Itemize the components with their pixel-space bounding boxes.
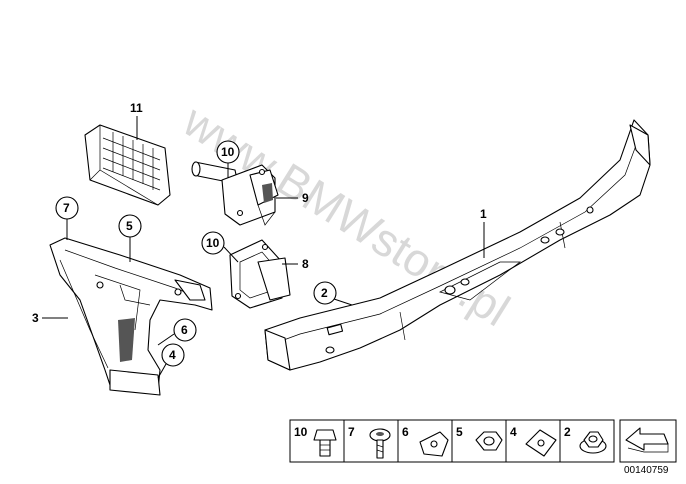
crash-box-lower: [229, 239, 291, 309]
callout-9: 9: [276, 191, 309, 205]
callout-10-upper: 10: [216, 140, 240, 178]
crash-box-upper: [191, 161, 279, 226]
callout-6: 6: [157, 318, 197, 346]
legend-cell-clip-nut: 4: [510, 425, 557, 457]
svg-text:7: 7: [348, 425, 355, 439]
svg-text:10: 10: [206, 236, 220, 250]
svg-text:4: 4: [169, 348, 176, 362]
callout-11: 11: [130, 101, 143, 140]
svg-text:5: 5: [126, 219, 133, 233]
svg-text:10: 10: [294, 425, 308, 439]
legend-cell-screw: 7: [348, 425, 391, 459]
bracket: [49, 237, 213, 396]
legend-cell-clip: 6: [402, 425, 449, 457]
svg-text:8: 8: [302, 257, 309, 271]
fastener-legend: 10 7 6 5 4: [289, 419, 615, 463]
callout-4: 4: [157, 343, 185, 379]
svg-text:2: 2: [321, 286, 328, 300]
svg-text:6: 6: [402, 425, 409, 439]
legend-cell-flange-nut: 2: [564, 425, 607, 454]
callout-5: 5: [118, 214, 142, 262]
svg-text:4: 4: [510, 425, 517, 439]
svg-text:10: 10: [221, 145, 235, 159]
callout-8: 8: [282, 257, 309, 271]
callout-10-lower: 10: [201, 231, 239, 263]
svg-text:11: 11: [130, 101, 143, 115]
legend-cell-bolt: 10: [294, 425, 337, 457]
grille-part: [84, 124, 171, 206]
legend-cell-nut: 5: [456, 425, 503, 451]
callout-3: 3: [32, 311, 68, 325]
svg-text:2: 2: [564, 425, 571, 439]
svg-text:7: 7: [63, 201, 70, 215]
reference-number: 00140759: [624, 465, 669, 476]
arrow-icon: [619, 419, 677, 463]
callout-7: 7: [55, 196, 79, 240]
svg-text:6: 6: [181, 323, 188, 337]
callout-1: 1: [480, 207, 487, 258]
bumper-carrier-beam: [264, 119, 651, 371]
svg-text:9: 9: [302, 191, 309, 205]
svg-text:3: 3: [32, 311, 39, 325]
callout-2: 2: [313, 281, 353, 306]
svg-text:5: 5: [456, 425, 463, 439]
svg-text:1: 1: [480, 207, 487, 221]
